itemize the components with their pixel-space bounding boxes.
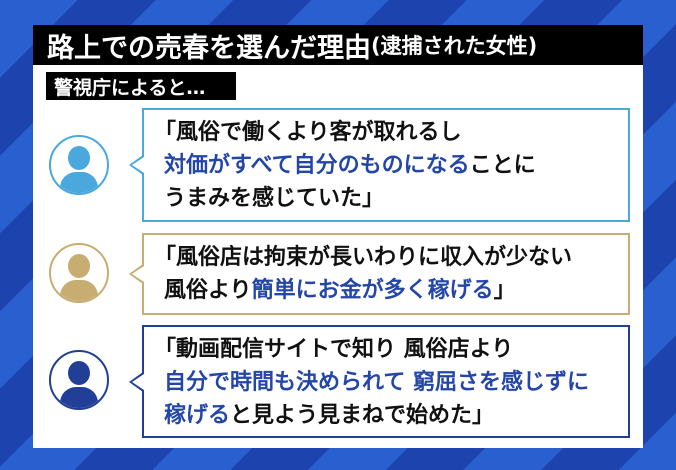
quote-line: 自分で時間も決められて 窮屈さを感じずに [164, 370, 590, 395]
person-icon [49, 135, 109, 195]
quote-line: 稼げると見よう見まねで始めた」 [164, 403, 495, 428]
speech-bubble: 「風俗で働くより客が取れるし 対価がすべて自分のものになることに うまみを感じて… [129, 108, 630, 222]
content-card: 警視庁によると… 「風俗で働くより客が取れるし 対価がすべて自分のものになること… [33, 65, 643, 448]
speech-bubble: 「風俗店は拘束が長いわりに収入が少ない 風俗より簡単にお金が多く稼げる」 [129, 233, 630, 315]
person-icon [49, 243, 109, 303]
person-icon [49, 350, 109, 410]
title-sub: (逮捕された女性) [371, 34, 538, 58]
quote-line: 「動画配信サイトで知り 風俗店より [154, 337, 514, 362]
title-main: 路上での売春を選んだ理由 [47, 32, 371, 64]
quote-line: うまみを感じていた」 [164, 186, 385, 211]
source-label: 警視庁によると… [46, 72, 236, 100]
quote-line: 「風俗で働くより客が取れるし [154, 120, 462, 145]
speech-bubble: 「動画配信サイトで知り 風俗店より 自分で時間も決められて 窮屈さを感じずに 稼… [129, 325, 630, 438]
quote-line: 「風俗店は拘束が長いわりに収入が少ない [154, 245, 573, 270]
page-title: 路上での売春を選んだ理由(逮捕された女性) [33, 25, 643, 65]
quote-line: 風俗より簡単にお金が多く稼げる」 [164, 278, 516, 303]
quote-line: 対価がすべて自分のものになることに [164, 153, 536, 178]
